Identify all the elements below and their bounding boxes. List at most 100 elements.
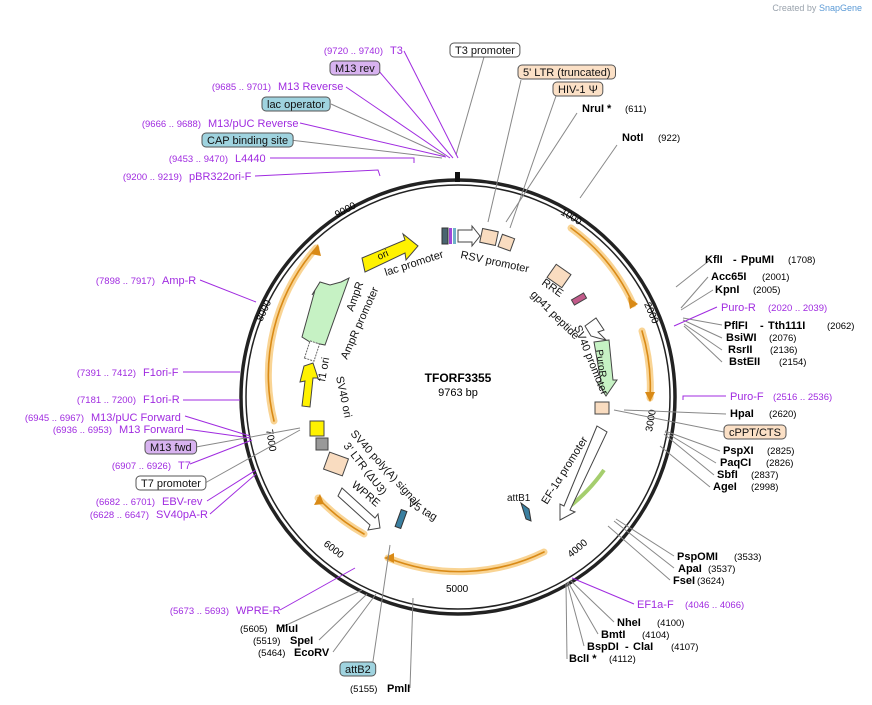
enzyme-bsteii[interactable]: BstEII(2154) [729, 356, 806, 368]
feature-5ltr-truncated[interactable]: 5' LTR (truncated) [517, 64, 616, 80]
feature-attb2[interactable]: attB2 [339, 661, 377, 677]
enzyme-rsrii[interactable]: RsrII(2136) [728, 344, 797, 356]
line-ecorv [332, 593, 377, 653]
position-label: (2837) [751, 470, 778, 481]
position-label: (6628 .. 6647) [90, 510, 149, 521]
plasmid-name: TFORF3355 [425, 371, 492, 385]
primer-ebv-rev[interactable]: (6682 .. 6701)EBV-rev [96, 496, 203, 508]
line-primer-wpre [279, 567, 356, 611]
primer-puro-r[interactable]: Puro-R(2020 .. 2039) [721, 302, 827, 314]
orf-arc-5-line [267, 247, 317, 422]
name-label: KflI [705, 254, 723, 266]
feature-t7-promoter[interactable]: T7 promoter [135, 475, 207, 491]
feature-box-label: HIV-1 Ψ [558, 84, 598, 96]
enzyme-pmli[interactable]: (5155)PmlI [350, 683, 410, 695]
feature-m13-rev[interactable]: M13 rev [329, 60, 381, 76]
position-label: (4107) [671, 642, 698, 653]
enzyme-bsiwi[interactable]: BsiWI(2076) [726, 332, 796, 344]
enzyme-kpni[interactable]: KpnI(2005) [715, 284, 780, 296]
sv40-ori-glyph [309, 420, 325, 437]
callout-lines-primers [183, 50, 726, 611]
feature-t3-promoter[interactable]: T3 promoter [449, 42, 521, 58]
name-label: F1ori-R [143, 394, 180, 406]
primer-m13puc-forward[interactable]: (6945 .. 6967)M13/pUC Forward [25, 412, 181, 424]
feature-cap-binding-site[interactable]: CAP binding site [201, 132, 294, 148]
enzyme-kfli-ppumi[interactable]: KflI-PpuMI(1708) [705, 254, 815, 266]
enzyme-pspxi[interactable]: PspXI(2825) [723, 445, 794, 457]
position-label: (2998) [751, 482, 778, 493]
line-pspomi [615, 518, 675, 557]
position-label: (7181 .. 7200) [77, 395, 136, 406]
primer-sv40pa-r[interactable]: (6628 .. 6647)SV40pA-R [90, 509, 208, 521]
attb1-glyph [520, 501, 532, 522]
enzyme-acc65i[interactable]: Acc65I(2001) [711, 271, 789, 283]
name-label: T7 [178, 460, 191, 472]
enzyme-sbfi[interactable]: SbfI(2837) [717, 469, 778, 481]
line-5ltr [487, 79, 522, 223]
primer-m13puc-reverse[interactable]: (9666 .. 9688)M13/pUC Reverse [142, 118, 299, 130]
orf-arc-3-line [387, 551, 545, 573]
name-label: AgeI [713, 481, 737, 493]
line-paqci [664, 431, 717, 464]
position-label: (9685 .. 9701) [212, 82, 271, 93]
enzyme-pflfi-tth111i[interactable]: PflFI-Tth111I(2062) [724, 320, 854, 332]
enzyme-nhei[interactable]: NheI(4100) [617, 617, 684, 629]
feature-lac-operator[interactable]: lac operator [261, 96, 331, 112]
primer-ef1a-f[interactable]: EF1a-F(4046 .. 4066) [637, 599, 744, 611]
enzyme-noti[interactable]: NotI(922) [622, 132, 680, 144]
line-mlui [279, 589, 363, 629]
cppt-glyph [594, 401, 610, 415]
position-label: (9720 .. 9740) [324, 46, 383, 57]
enzyme-fsei[interactable]: FseI(3624) [673, 575, 724, 587]
line-primer-ebv [206, 469, 257, 502]
feature-hiv-psi[interactable]: HIV-1 Ψ [552, 81, 604, 97]
primer-f1ori-f[interactable]: (7391 .. 7412)F1ori-F [77, 367, 179, 379]
line-bspdi [566, 581, 585, 647]
enzyme-nrui[interactable]: NruI *(611) [582, 103, 646, 115]
position-label: (2020 .. 2039) [768, 303, 827, 314]
enzyme-pspomi[interactable]: PspOMI(3533) [677, 551, 761, 563]
inner-features [299, 224, 618, 531]
feature-box-shape [144, 439, 198, 455]
line-primer-t3 [403, 50, 459, 159]
feature-m13-fwd[interactable]: M13 fwd [144, 439, 198, 455]
name-label: F1ori-F [143, 367, 179, 379]
label-rsv-promoter: RSV promoter [459, 249, 530, 275]
hiv-psi-glyph [497, 233, 516, 252]
position-label: (3537) [708, 564, 735, 575]
primer-puro-f[interactable]: Puro-F(2516 .. 2536) [730, 391, 832, 403]
primer-wpre-r[interactable]: (5673 .. 5693)WPRE-R [170, 605, 281, 617]
position-label: (6907 .. 6926) [112, 461, 171, 472]
sv40-promoter-arrow [584, 317, 608, 341]
lac-promoter-glyph-a [449, 228, 452, 244]
position-label: (1708) [788, 255, 815, 266]
primer-m13-reverse[interactable]: (9685 .. 9701)M13 Reverse [212, 81, 344, 93]
name-label: M13/pUC Reverse [208, 118, 298, 130]
enzyme-ecorv[interactable]: (5464)EcoRV [258, 647, 330, 659]
enzyme-bspdi-clai[interactable]: BspDI-ClaI(4107) [587, 641, 698, 653]
enzyme-bmti[interactable]: BmtI(4104) [601, 629, 669, 641]
position-label: (5519) [253, 636, 280, 647]
primer-pbr322ori-f[interactable]: (9200 .. 9219)pBR322ori-F [123, 171, 252, 183]
primer-m13-forward[interactable]: (6936 .. 6953)M13 Forward [53, 424, 184, 436]
line-hiv-psi [509, 95, 557, 229]
enzyme-mlui[interactable]: (5605)MluI [240, 623, 298, 635]
name-label: NheI [617, 617, 641, 629]
enzyme-paqci[interactable]: PaqCI(2826) [720, 457, 793, 469]
primer-t7[interactable]: (6907 .. 6926) T7 [112, 460, 191, 472]
primer-f1ori-r[interactable]: (7181 .. 7200) F1ori-R [77, 394, 180, 406]
primer-l4440[interactable]: (9453 .. 9470)L4440 [169, 153, 266, 165]
primer-amp-r[interactable]: (7898 .. 7917)Amp-R [96, 275, 196, 287]
enzyme-spei[interactable]: (5519)SpeI [253, 635, 313, 647]
enzyme-hpai[interactable]: HpaI(2620) [730, 408, 796, 420]
enzyme-bcli[interactable]: BclI *(4112) [569, 653, 636, 665]
ef1a-promoter-arrow [559, 425, 608, 521]
primer-t3[interactable]: (9720 .. 9740)T3 [324, 45, 403, 57]
name-label: M13 Forward [119, 424, 184, 436]
enzyme-agei[interactable]: AgeI (2998) [713, 481, 778, 493]
feature-box-label: T3 promoter [455, 45, 515, 57]
feature-box-shape [135, 475, 207, 491]
enzyme-apai[interactable]: ApaI(3537) [678, 563, 735, 575]
orf-arrowheads [311, 244, 655, 563]
feature-cppt-cts[interactable]: cPPT/CTS [723, 424, 787, 440]
